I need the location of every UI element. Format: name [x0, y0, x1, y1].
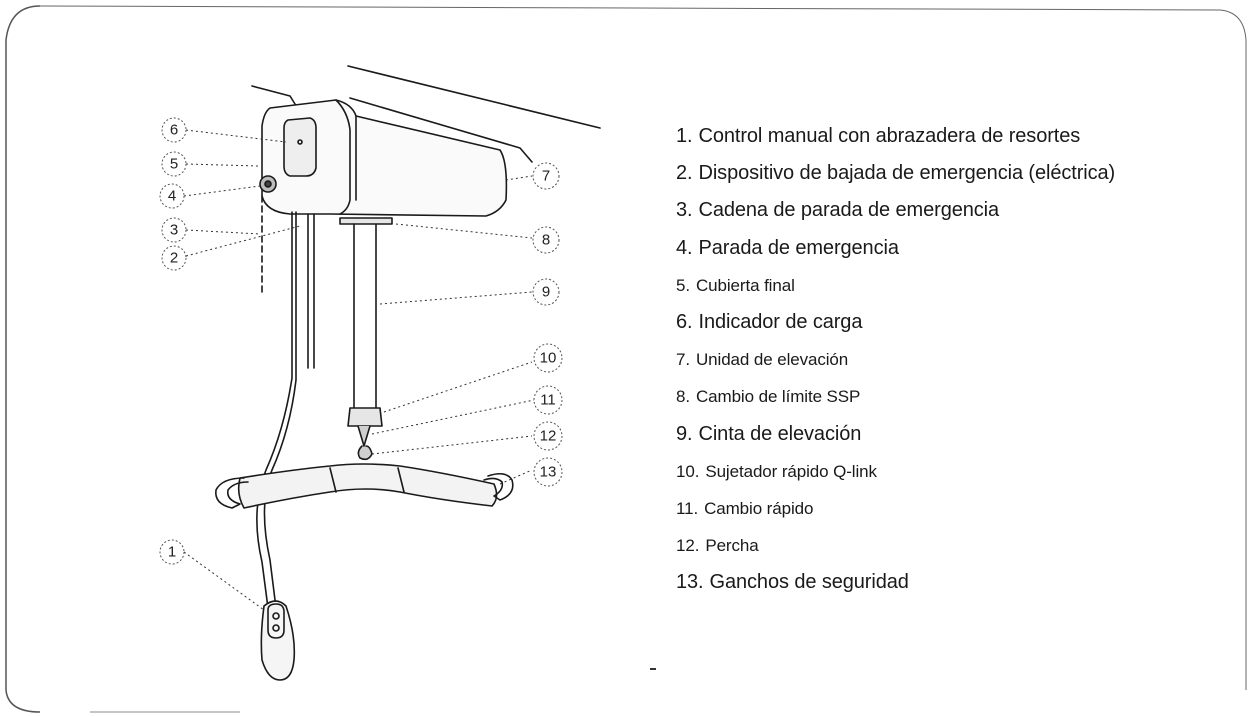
legend-label: Parada de emergencia [698, 236, 899, 259]
legend-item-2: 2.Dispositivo de bajada de emergencia (e… [676, 155, 1115, 192]
lifting-strap [353, 223, 377, 409]
legend-item-5: 5.Cubierta final [676, 267, 1115, 304]
legend-label: Control manual con abrazadera de resorte… [698, 125, 1081, 147]
legend-item-6: 6.Indicador de carga [676, 304, 1115, 341]
quick-change [357, 425, 373, 461]
parts-legend: 1.Control manual con abrazadera de resor… [676, 118, 1115, 601]
legend-label: Ganchos de seguridad [709, 571, 909, 594]
legend-number: 10. [676, 461, 700, 481]
callout-11: 11 [540, 392, 556, 409]
hand-control-cable [263, 211, 297, 609]
hanger-bar [237, 463, 498, 509]
legend-number: 2. [676, 162, 693, 185]
limit-switch-plate [339, 217, 393, 225]
legend-number: 9. [676, 422, 693, 445]
legend-item-1: 1.Control manual con abrazadera de resor… [676, 118, 1115, 155]
legend-item-10: 10.Sujetador rápido Q-link [676, 453, 1115, 490]
callout-1: 1 [168, 544, 176, 561]
legend-item-11: 11.Cambio rápido [676, 490, 1115, 527]
legend-number: 3. [676, 199, 693, 222]
legend-number: 11. [676, 498, 699, 518]
legend-item-12: 12.Percha [676, 527, 1115, 564]
legend-item-7: 7.Unidad de elevación [676, 341, 1115, 378]
legend-item-13: 13.Ganchos de seguridad [676, 564, 1115, 601]
legend-label: Indicador de carga [698, 310, 863, 333]
legend-item-9: 9.Cinta de elevación [676, 416, 1115, 453]
legend-label: Sujetador rápido Q-link [705, 461, 877, 481]
safety-hook-right [483, 472, 514, 501]
legend-number: 12. [676, 536, 700, 556]
callout-7: 7 [542, 168, 550, 185]
callout-10: 10 [540, 350, 557, 367]
legend-label: Dispositivo de bajada de emergencia (elé… [698, 162, 1116, 185]
legend-number: 7. [676, 350, 690, 370]
legend-number: 8. [676, 387, 690, 407]
legend-label: Unidad de elevación [695, 350, 849, 370]
callout-2: 2 [170, 250, 178, 267]
q-link-clip [347, 407, 383, 427]
end-cover [283, 117, 317, 177]
ceiling-rail [347, 65, 601, 129]
legend-number: 6. [676, 310, 693, 333]
hand-control [260, 600, 296, 681]
callout-4: 4 [168, 188, 176, 205]
legend-label: Cinta de elevación [698, 422, 862, 445]
legend-number: 4. [676, 236, 693, 259]
legend-number: 5. [676, 275, 690, 295]
legend-label: Cambio rápido [704, 498, 814, 518]
callout-9: 9 [542, 284, 550, 301]
legend-item-8: 8.Cambio de límite SSP [676, 378, 1115, 415]
legend-item-3: 3.Cadena de parada de emergencia [676, 192, 1115, 229]
callout-8: 8 [542, 232, 550, 249]
legend-label: Cubierta final [695, 275, 795, 295]
callout-3: 3 [170, 222, 178, 239]
legend-label: Cambio de límite SSP [695, 387, 861, 407]
safety-hook-left [215, 477, 249, 509]
lift-unit-body [261, 99, 508, 217]
legend-label: Cadena de parada de emergencia [698, 199, 1000, 222]
callout-13: 13 [540, 464, 557, 481]
legend-number: 1. [676, 125, 693, 147]
callout-6: 6 [170, 122, 178, 139]
legend-label: Percha [705, 536, 759, 556]
scan-mark [650, 668, 656, 670]
callout-12: 12 [540, 428, 557, 445]
callout-5: 5 [170, 156, 178, 173]
legend-number: 13. [676, 571, 704, 594]
legend-item-4: 4.Parada de emergencia [676, 230, 1115, 267]
